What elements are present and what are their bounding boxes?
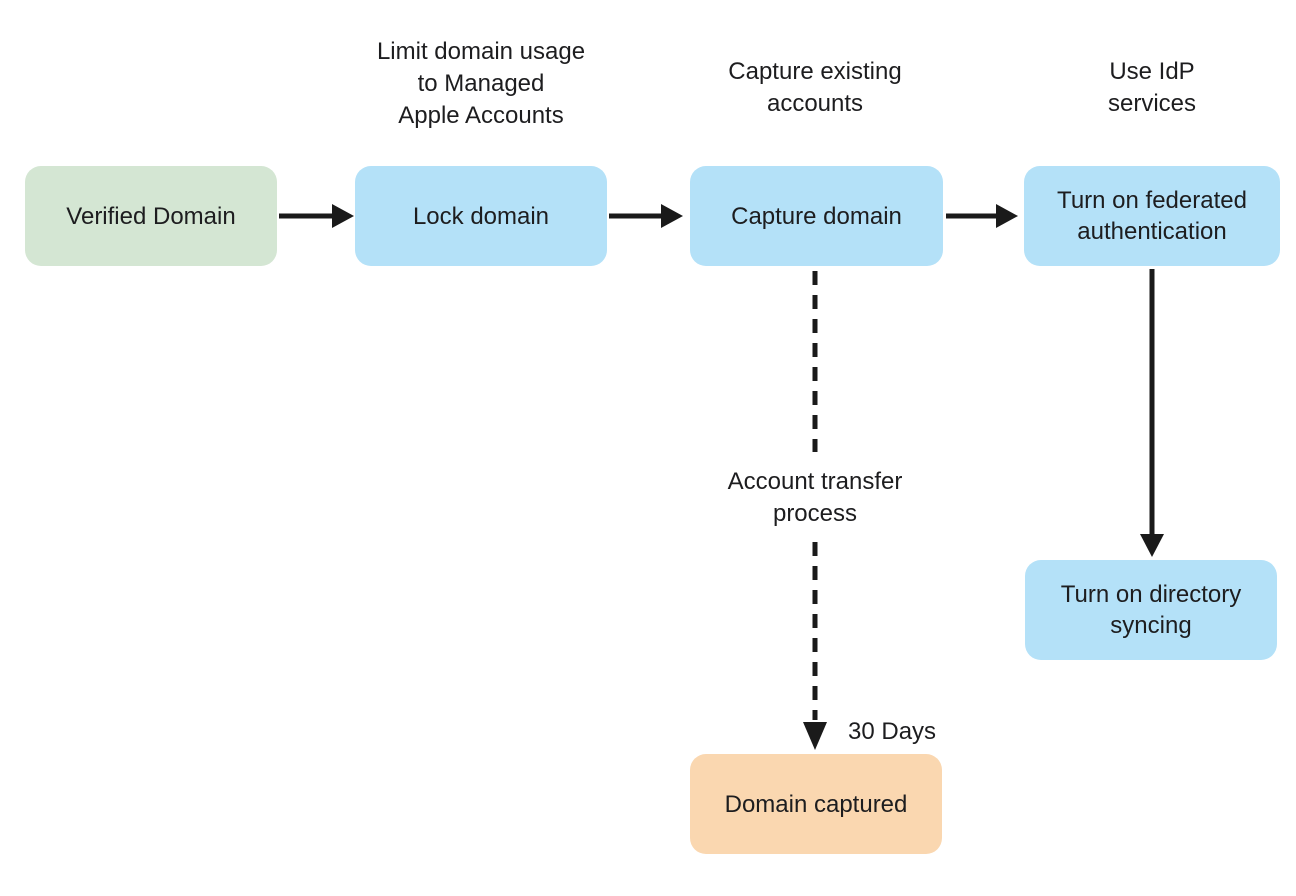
node-verified-domain: Verified Domain: [25, 166, 277, 266]
arrow-capture-to-federated: [946, 204, 1018, 228]
annotation-30-days: 30 Days: [848, 718, 937, 745]
annotation-limit-domain-usage: Limit domain usage to Managed Apple Acco…: [376, 38, 586, 129]
arrow-lock-to-capture: [609, 204, 683, 228]
arrow-verified-to-lock: [279, 204, 354, 228]
node-domain-captured: Domain captured: [690, 754, 942, 854]
annotation-account-transfer-process: Account transfer process: [727, 468, 903, 527]
arrow-federated-to-directory: [1140, 269, 1164, 557]
annotation-use-idp-services: Use IdP services: [1107, 58, 1197, 117]
annotation-capture-existing-accounts: Capture existing accounts: [728, 58, 902, 117]
node-federated-authentication: Turn on federated authentication: [1024, 166, 1280, 266]
node-capture-domain: Capture domain: [690, 166, 943, 266]
node-directory-syncing: Turn on directory syncing: [1025, 560, 1277, 660]
node-lock-domain: Lock domain: [355, 166, 607, 266]
